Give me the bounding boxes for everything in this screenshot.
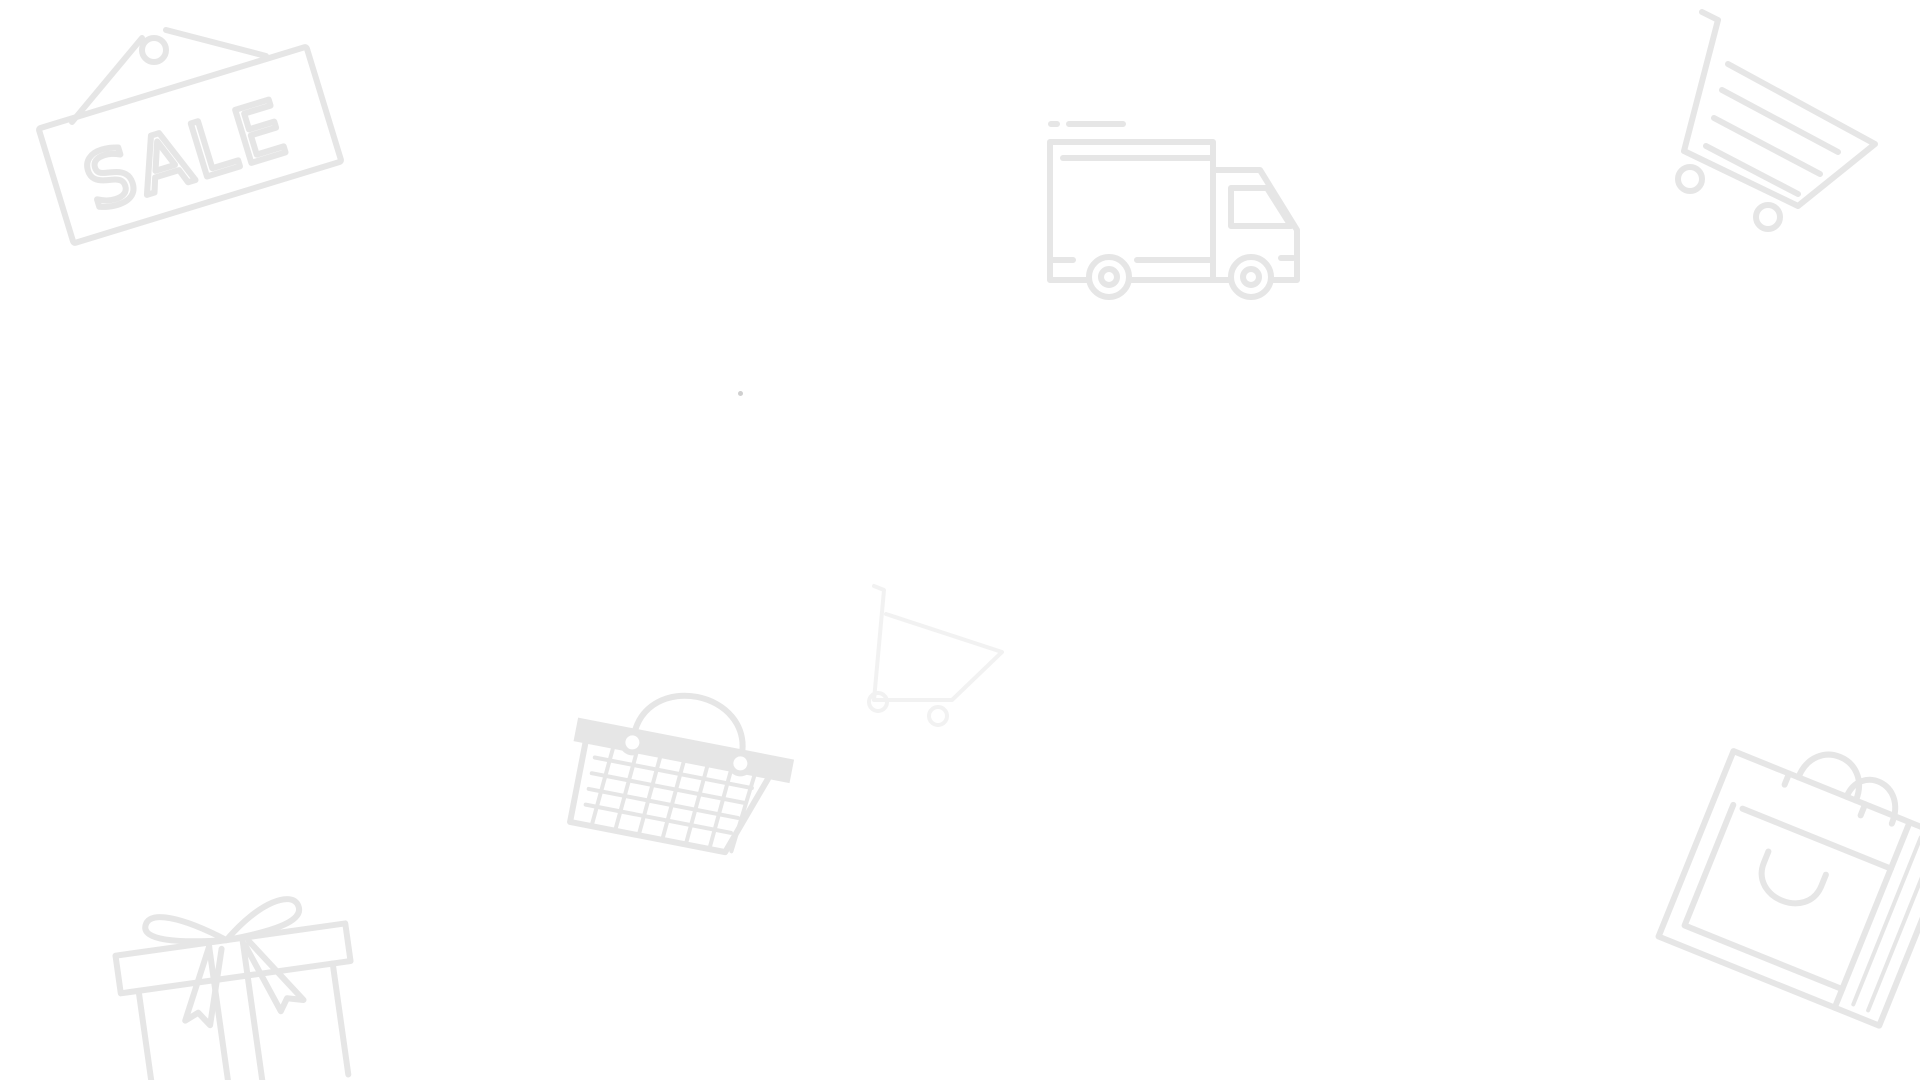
small-cart-icon (862, 580, 1012, 730)
shopping-cart-icon (1670, 6, 1890, 246)
shopping-basket-icon (560, 690, 800, 890)
speck-dot (738, 391, 743, 396)
delivery-truck-icon (1045, 120, 1305, 310)
shopping-bag-icon (1648, 720, 1920, 1050)
gift-box-icon (100, 870, 360, 1080)
sale-sign-icon: SALE (36, 20, 344, 250)
